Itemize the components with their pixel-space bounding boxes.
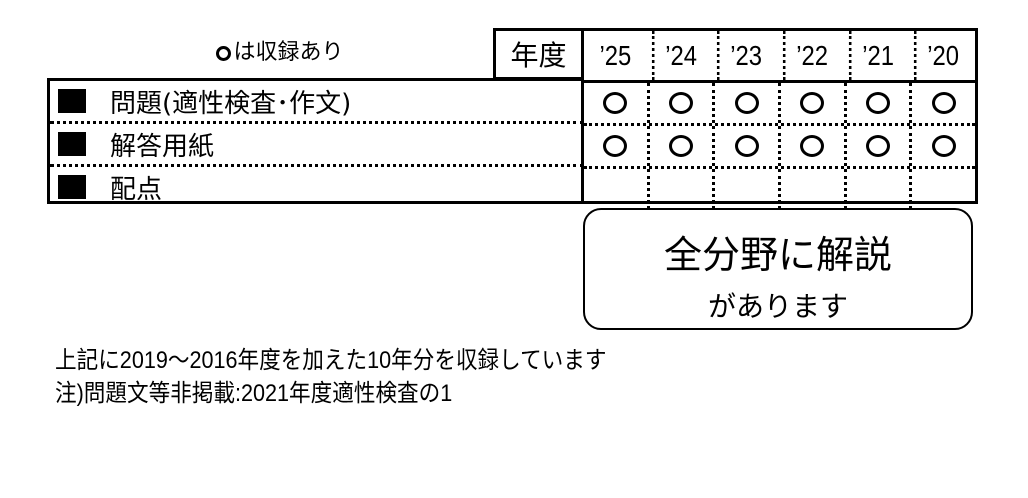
legend-text: は収録あり xyxy=(233,40,344,65)
year-header: ’24 xyxy=(651,31,708,80)
circle-icon xyxy=(603,135,628,157)
circle-icon xyxy=(931,135,956,157)
row-label-points: 配点 xyxy=(50,164,584,207)
circle-icon xyxy=(669,135,693,157)
year-header: ’22 xyxy=(782,31,839,80)
year-header: ’21 xyxy=(848,31,905,80)
square-bullet-icon xyxy=(58,89,86,113)
nendo-header: 年度 xyxy=(493,28,581,80)
row-label-problems: 問題(適性検査･作文) xyxy=(50,81,584,121)
explanation-badge: 全分野に解説 があります xyxy=(583,208,973,330)
circle-icon xyxy=(800,92,825,114)
table-row xyxy=(584,83,975,123)
circle-icon xyxy=(866,135,891,157)
circle-icon xyxy=(800,135,825,157)
promo-line2: があります xyxy=(707,290,848,323)
table-row xyxy=(584,123,975,166)
year-header: ’25 xyxy=(599,39,632,71)
circle-icon xyxy=(866,92,891,114)
promo-line1: 全分野に解説 xyxy=(663,233,892,277)
circle-icon xyxy=(931,92,956,114)
year-header: ’23 xyxy=(717,31,773,80)
circle-icon xyxy=(734,92,759,114)
row-labels: 問題(適性検査･作文) 解答用紙 配点 xyxy=(47,78,584,207)
table-row xyxy=(584,166,975,209)
circle-icon xyxy=(216,46,232,61)
circle-icon xyxy=(603,92,628,114)
note-coverage: 上記に2019～2016年度を加えた10年分を収録しています xyxy=(55,347,607,374)
circle-icon xyxy=(669,92,693,114)
year-grid: ’25 ’24 ’23 ’22 ’21 ’20 xyxy=(581,28,978,209)
legend: は収録あり xyxy=(160,34,400,66)
year-header: ’20 xyxy=(914,31,970,80)
row-label-answer-sheet: 解答用紙 xyxy=(50,121,584,164)
square-bullet-icon xyxy=(58,132,86,156)
circle-icon xyxy=(734,135,759,157)
year-header-row: ’25 ’24 ’23 ’22 ’21 ’20 xyxy=(584,31,975,83)
square-bullet-icon xyxy=(58,175,86,199)
note-omission: 注)問題文等非掲載:2021年度適性検査の1 xyxy=(55,380,453,407)
